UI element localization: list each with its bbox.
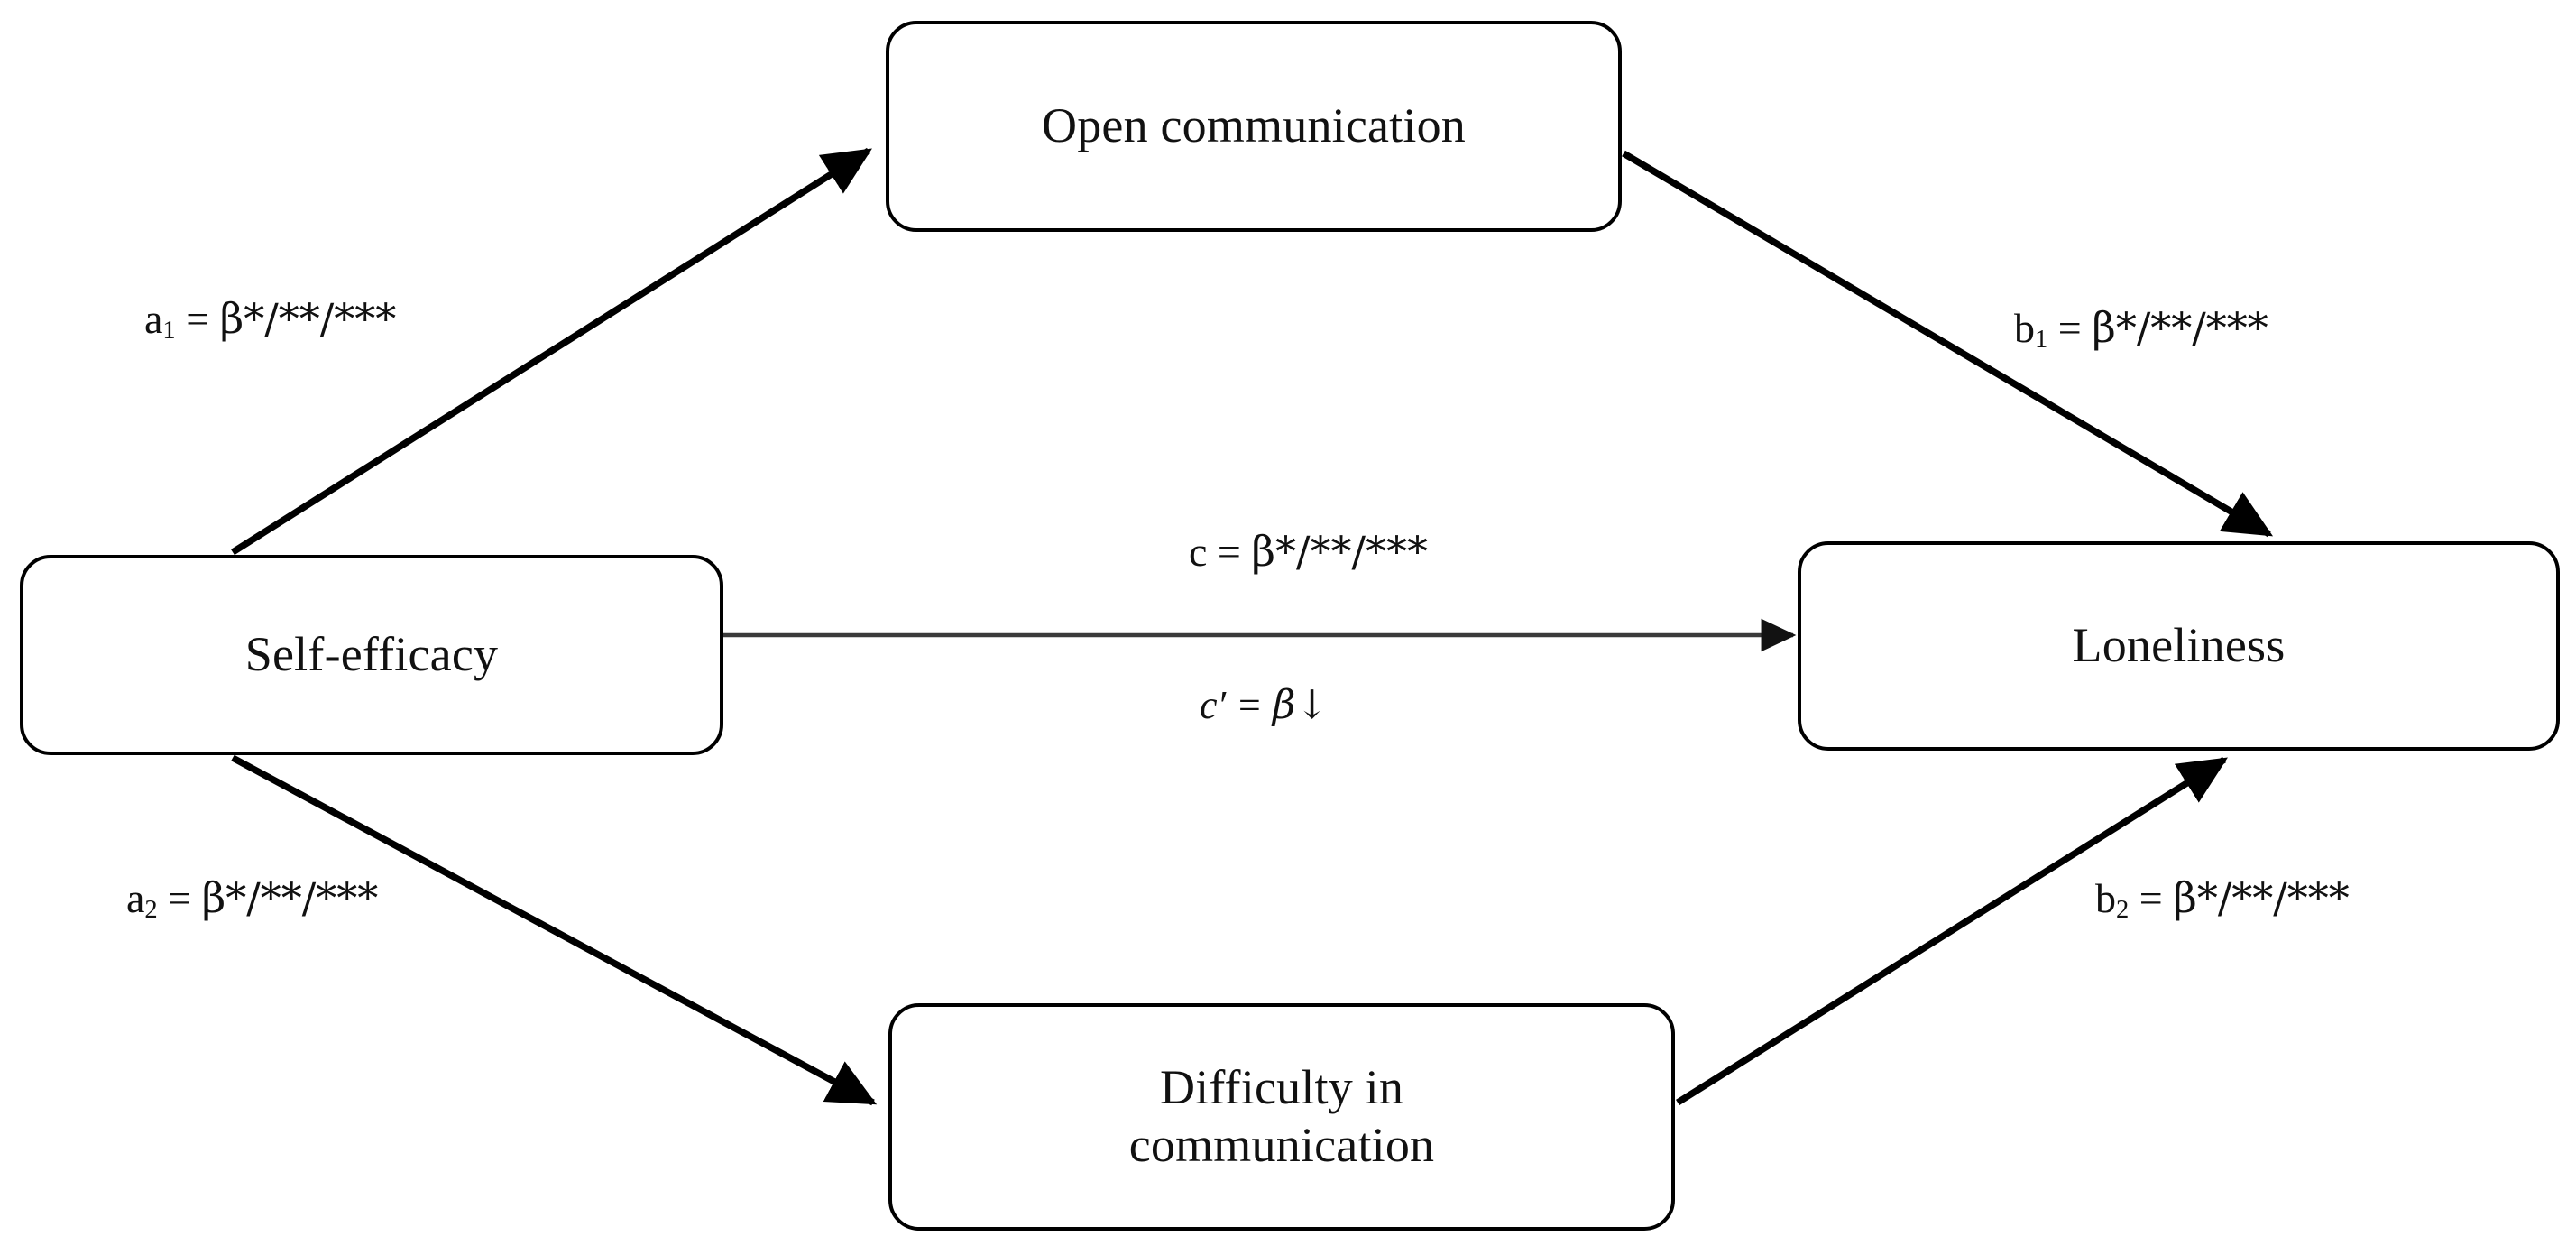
path-a1-value: β*/**/*** <box>219 294 397 343</box>
node-difficulty-in-communication-label: Difficulty in communication <box>1128 1060 1435 1172</box>
path-c-prime-equals: = <box>1226 683 1273 727</box>
path-label-a1: a1 = β*/**/*** <box>144 296 396 344</box>
path-c-prime-coef: c′ <box>1200 683 1227 727</box>
path-a1-coef: a <box>144 296 163 342</box>
path-b2-coef: b <box>2095 875 2116 921</box>
path-a2-subscript: 2 <box>144 896 158 925</box>
node-loneliness-label: Loneliness <box>2072 618 2286 673</box>
path-label-b2: b2 = β*/**/*** <box>2095 875 2350 923</box>
path-label-a2: a2 = β*/**/*** <box>126 875 378 923</box>
path-b2-equals: = <box>2129 875 2174 921</box>
path-a2-coef: a <box>126 875 145 921</box>
arrow-path-a2 <box>231 754 878 1106</box>
path-c-prime-value: β↓ <box>1272 682 1329 728</box>
path-c-value: β*/**/*** <box>1251 527 1428 576</box>
path-b2-subscript: 2 <box>2116 896 2130 925</box>
path-b1-subscript: 1 <box>2035 326 2048 355</box>
path-label-c: c = β*/**/*** <box>1189 531 1428 573</box>
node-self-efficacy-label: Self-efficacy <box>244 627 499 682</box>
arrow-path-b2 <box>1676 756 2228 1106</box>
node-open-communication-label: Open communication <box>1042 98 1466 153</box>
path-b1-coef: b <box>2014 305 2035 351</box>
path-a1-equals: = <box>175 296 220 342</box>
path-a2-value: β*/**/*** <box>201 873 379 922</box>
path-c-coef: c <box>1189 529 1208 575</box>
arrow-path-a1 <box>230 147 872 556</box>
node-self-efficacy[interactable]: Self-efficacy <box>20 555 723 755</box>
path-b1-value: β*/**/*** <box>2092 303 2268 352</box>
path-b2-value: β*/**/*** <box>2173 873 2350 922</box>
path-label-c-prime: c′ = β↓ <box>1200 686 1329 725</box>
arrow-path-b1 <box>1622 150 2274 538</box>
node-difficulty-in-communication[interactable]: Difficulty in communication <box>888 1003 1675 1231</box>
path-a2-equals: = <box>157 875 202 921</box>
path-a1-subscript: 1 <box>162 317 176 346</box>
node-open-communication[interactable]: Open communication <box>886 21 1622 232</box>
path-label-b1: b1 = β*/**/*** <box>2014 305 2268 353</box>
node-loneliness[interactable]: Loneliness <box>1798 541 2560 751</box>
path-b1-equals: = <box>2047 305 2093 351</box>
path-c-equals: = <box>1207 529 1252 575</box>
